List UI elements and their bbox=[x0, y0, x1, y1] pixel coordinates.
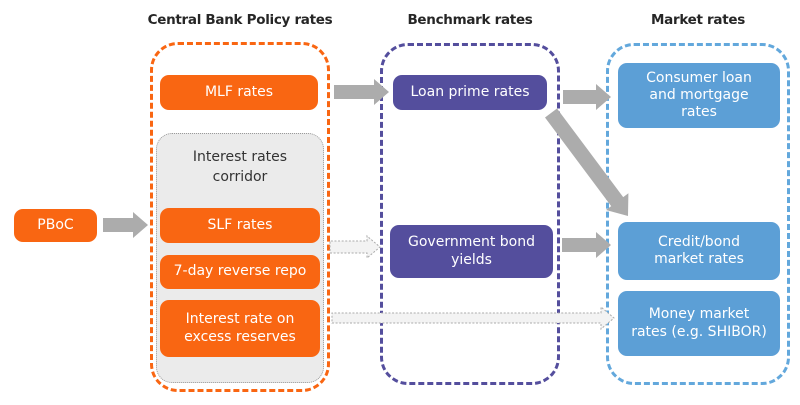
node-money-market-rates: Money market rates (e.g. SHIBOR) bbox=[618, 291, 780, 356]
node-interest-rate-on-excess-reserves: Interest rate on excess reserves bbox=[160, 300, 320, 357]
node-loan-prime-rates: Loan prime rates bbox=[393, 75, 547, 110]
node-pboc: PBoC bbox=[14, 209, 97, 242]
column-title-market-rates: Market rates bbox=[651, 12, 745, 28]
arrow-pboc-to-policy-group bbox=[103, 212, 148, 238]
column-title-central-bank-policy-rates: Central Bank Policy rates bbox=[147, 12, 333, 28]
node-consumer-loan-and-mortgage-rates: Consumer loan and mortgage rates bbox=[618, 63, 780, 128]
interest-rates-corridor-label: Interest rates corridor bbox=[192, 149, 288, 185]
node-mlf-rates: MLF rates bbox=[160, 75, 318, 110]
arrow-gov-bond-to-credit-bond bbox=[562, 232, 611, 258]
arrow-loan-prime-to-consumer bbox=[563, 84, 611, 110]
policy-rates-group-outline bbox=[150, 42, 330, 392]
column-title-benchmark-rates: Benchmark rates bbox=[407, 12, 533, 28]
arrow-corridor-to-gov-bond bbox=[329, 234, 381, 260]
node-7-day-reverse-repo: 7-day reverse repo bbox=[160, 255, 320, 289]
node-slf-rates: SLF rates bbox=[160, 208, 320, 243]
node-government-bond-yields: Government bond yields bbox=[390, 225, 553, 278]
node-credit-bond-market-rates: Credit/bond market rates bbox=[618, 222, 780, 280]
